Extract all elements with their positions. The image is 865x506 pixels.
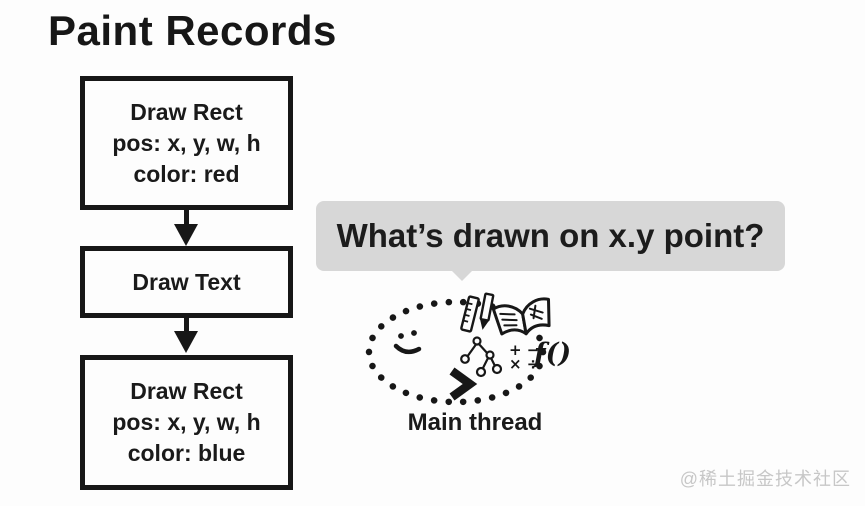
main-thread-label: Main thread <box>407 409 543 436</box>
speech-bubble-pointer <box>451 270 473 281</box>
box-line: color: blue <box>127 440 246 466</box>
flow-arrow-stem <box>184 209 189 226</box>
function-icon: f() <box>532 338 571 369</box>
chevron-arrow-icon <box>449 367 478 401</box>
ruler-icon <box>460 295 480 333</box>
flow-box-draw-rect-blue: Draw Rect pos: x, y, w, h color: blue <box>80 355 293 490</box>
smiley-icon <box>393 330 422 355</box>
flow-arrow-down-icon <box>174 224 198 246</box>
times-divide-text: × ÷ <box>509 355 539 373</box>
flow-box-draw-rect-red: Draw Rect pos: x, y, w, h color: red <box>80 76 293 210</box>
box-line: Draw Rect <box>130 378 243 404</box>
speech-bubble-text: What’s drawn on x.y point? <box>336 217 765 254</box>
main-thread-doodle: + − × ÷ f() <box>365 292 571 406</box>
math-symbols-icon: + − × ÷ <box>509 341 539 373</box>
watermark: @稀土掘金技术社区 <box>679 469 851 489</box>
box-line: pos: x, y, w, h <box>112 129 261 156</box>
pencil-icon <box>479 292 495 330</box>
box-line: Draw Rect <box>130 98 243 125</box>
tree-graph-icon <box>460 336 503 378</box>
speech-bubble: What’s drawn on x.y point? <box>316 201 785 271</box>
box-line: pos: x, y, w, h <box>112 409 261 435</box>
open-book-icon <box>491 297 551 336</box>
box-line: color: red <box>133 160 240 187</box>
flow-box-draw-text: Draw Text <box>80 246 293 318</box>
loop-dotted-icon <box>365 298 547 406</box>
page-title: Paint Records <box>48 7 337 54</box>
flow-arrow-stem <box>184 317 189 333</box>
flow-arrow-down-icon <box>174 331 198 353</box>
box-line: Draw Text <box>132 268 241 295</box>
plus-minus-text: + − <box>509 341 539 359</box>
